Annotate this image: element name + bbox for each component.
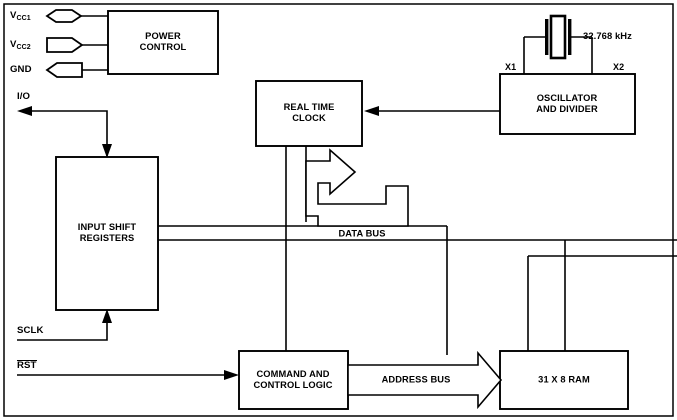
arrowhead-rst-into-ccl <box>224 370 239 380</box>
block-label-ram: 31 X 8 RAM <box>538 374 590 385</box>
arrowhead-sclk-into-isr <box>102 309 112 323</box>
pin-shape-vcc1 <box>45 9 83 23</box>
arrowhead-io-into-isr <box>102 144 112 158</box>
block-power-control <box>107 10 219 75</box>
pin-label-gnd: GND <box>10 64 32 75</box>
crystal-terminal-label-x2: X2 <box>613 62 625 72</box>
arrowhead-osc-to-rtc <box>364 106 379 116</box>
block-real-time-clock <box>255 80 363 147</box>
pin-shape-gnd <box>45 62 83 78</box>
pin-label-vcc1: VCC1 <box>10 10 31 22</box>
bus-label-address-bus: ADDRESS BUS <box>381 374 451 385</box>
crystal-body <box>549 14 567 60</box>
pin-shape-vcc2 <box>46 37 84 53</box>
signal-label-io: I/O <box>17 91 31 102</box>
signal-label-rst: RST <box>17 360 37 371</box>
pin-label-vcc2: VCC2 <box>10 39 31 51</box>
bus-data-block-arrow <box>305 148 409 227</box>
signal-label-sclk: SCLK <box>17 325 44 336</box>
crystal-terminal-label-x1: X1 <box>505 62 517 72</box>
block-oscillator-divider <box>499 73 636 135</box>
block-command-control-logic <box>238 350 349 410</box>
wire-io-path <box>31 110 108 157</box>
crystal-frequency-label: 32.768 kHz <box>583 30 632 41</box>
bus-address-block-arrow <box>347 350 503 410</box>
diagram-outer-frame <box>3 3 674 417</box>
bus-label-data-bus: DATA BUS <box>338 228 386 239</box>
crystal-plate-left <box>545 19 549 55</box>
arrowhead-io-out <box>17 106 32 116</box>
crystal-plate-right <box>568 19 572 55</box>
